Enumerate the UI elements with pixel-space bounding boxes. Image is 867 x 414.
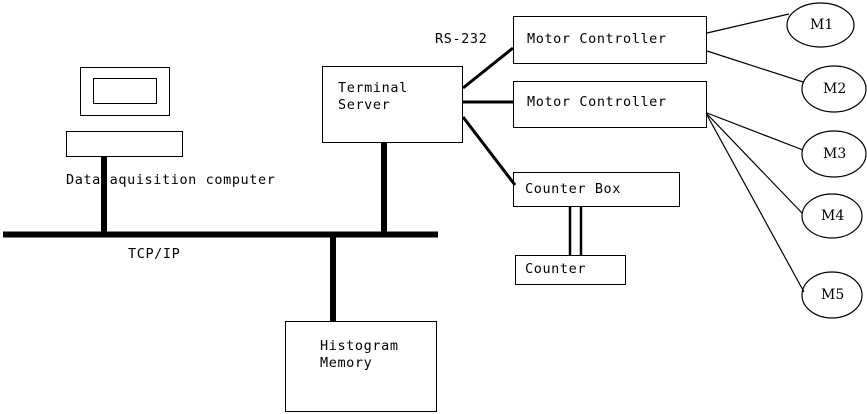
terminal-server-box [322,66,463,143]
computer-label: Data aquisition computer [66,172,276,188]
motor-label-m2: M2 [823,81,847,97]
terminal-server-label-line2: Server [338,97,391,113]
histogram-memory-box [285,321,437,412]
histogram-memory-label-line2: Memory [320,355,373,371]
motor-label-m1: M1 [810,17,834,33]
motor-controller-1-box [513,16,707,64]
counter-label: Counter [525,261,587,277]
counter-box [515,255,626,285]
link-motor-controller-2-m5 [706,114,805,293]
rs232-label: RS-232 [435,31,488,47]
crt-monitor-outer [80,67,170,116]
motor-node-m2 [801,65,867,113]
link-terminal-server-counter-box [461,116,517,186]
motor-label-m3: M3 [823,146,847,162]
motor-controller-1-label: Motor Controller [527,31,667,47]
histogram-memory-label-line1: Histogram [320,338,399,354]
motor-controller-2-label: Motor Controller [527,94,667,110]
motor-node-m1 [786,2,855,48]
terminal-server-label-line1: Terminal [338,80,408,96]
motor-node-m5 [801,271,863,319]
link-motor-controller-2-m4 [706,113,803,214]
computer-base [66,131,183,157]
counter-box-label: Counter Box [525,181,622,197]
motor-controller-2-box [513,81,707,128]
motor-label-m4: M4 [821,208,845,224]
link-motor-controller-2-m3 [706,112,804,151]
link-terminal-server-motor-controller-1 [462,46,514,90]
crt-monitor-screen [93,78,157,104]
link-motor-controller-1-m2 [706,50,804,83]
motor-label-m5: M5 [821,287,845,303]
motor-node-m4 [801,193,863,239]
tcpip-bus-label: TCP/IP [128,246,181,262]
counter-box-box [513,172,680,207]
motor-node-m3 [801,130,867,178]
link-motor-controller-1-m1 [706,13,790,34]
